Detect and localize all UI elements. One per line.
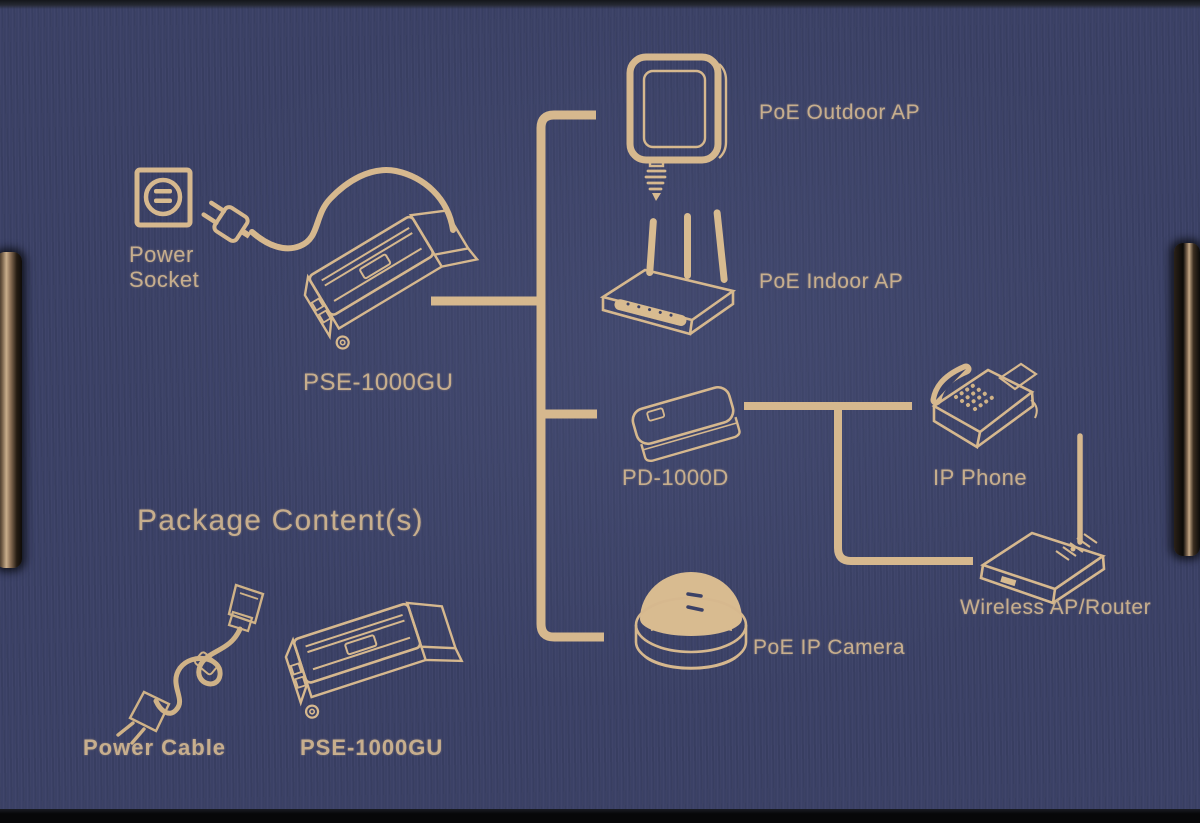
- outdoor-ap-panel: [626, 53, 722, 164]
- phone-body-side: [976, 391, 1035, 449]
- pd-1000d-icon: [631, 385, 741, 463]
- camera-rim-screw-right: [722, 622, 732, 631]
- indoor-ap-front-face: [601, 297, 694, 336]
- camera-rim-screw-left: [651, 622, 661, 631]
- right-metal-clip: [1174, 243, 1200, 556]
- injector-power-cord: [249, 167, 456, 252]
- pd-top-face: [631, 385, 735, 446]
- wireless-ap-router-icon: [979, 433, 1106, 605]
- camera-dome-slot-2: [686, 605, 704, 612]
- pd-top-slot: [646, 407, 666, 422]
- box-bottom-edge: [0, 809, 1200, 823]
- ip-phone-icon: [930, 362, 1038, 450]
- router-front-face: [979, 564, 1057, 605]
- router-port: [1000, 576, 1017, 587]
- power-socket-label-line1: Power: [129, 242, 194, 267]
- cable-ferrite: [194, 651, 219, 676]
- phone-keypad-dots: [954, 381, 998, 411]
- cable-connector-line: [239, 592, 259, 600]
- box-top-edge: [0, 0, 1200, 9]
- pd-seam: [642, 422, 737, 451]
- wireless-ap-router-label: Wireless AP/Router: [960, 596, 1152, 619]
- package-contents-title: Package Content(s): [137, 504, 424, 537]
- indoor-ap-led-strip: [614, 299, 687, 326]
- cable-connector-body: [227, 583, 265, 625]
- cable-coil: [153, 626, 243, 716]
- plug-neck: [240, 228, 252, 239]
- poe-ip-camera-label: PoE IP Camera: [753, 636, 906, 659]
- indoor-ap-antenna-2: [684, 213, 691, 279]
- trunk-line: [536, 110, 604, 642]
- outdoor-ap-screw-collar: [648, 157, 665, 168]
- indoor-ap-led-dots: [626, 302, 676, 318]
- pse-top-label: PSE-1000GU: [303, 369, 454, 396]
- left-metal-clip: [0, 252, 22, 568]
- poe-indoor-ap-icon: [599, 209, 737, 336]
- poe-indoor-ap-label: PoE Indoor AP: [759, 270, 904, 293]
- power-socket-label-line2: Socket: [129, 266, 200, 292]
- router-vents: [1055, 533, 1098, 561]
- ip-phone-label: IP Phone: [933, 465, 1028, 490]
- phone-display: [998, 362, 1038, 391]
- power-cable-label: Power Cable: [83, 735, 227, 760]
- indoor-ap-antenna-1: [646, 218, 657, 277]
- camera-base-seam: [640, 651, 742, 670]
- power-cable-icon: [116, 583, 265, 745]
- power-socket-label: Power Socket: [129, 242, 200, 292]
- cable-connector-collar: [227, 610, 254, 633]
- plug-prongs: [201, 200, 227, 226]
- outdoor-ap-side-edge: [718, 63, 728, 159]
- pse-injector-bottom-drawing: [280, 591, 466, 722]
- phone-handset-hollow: [936, 369, 966, 400]
- cable-plug-prongs: [116, 721, 146, 745]
- socket-slot-top: [154, 189, 172, 194]
- socket-slot-bottom: [154, 198, 172, 203]
- socket-ring: [143, 177, 183, 217]
- power-plug-icon: [201, 200, 252, 243]
- phone-branch-to-router-line: [834, 402, 973, 565]
- router-antenna-base: [1070, 546, 1076, 552]
- pd-1000d-label: PD-1000D: [622, 465, 729, 490]
- indoor-ap-side-face: [689, 291, 735, 336]
- indoor-ap-antenna-3: [713, 209, 728, 283]
- pd-front-face: [640, 416, 741, 463]
- power-socket-icon: [134, 167, 193, 228]
- socket-plate: [134, 167, 193, 228]
- pse-bottom-label: PSE-1000GU: [300, 735, 444, 760]
- router-side-face: [1052, 555, 1106, 605]
- camera-dome-slot-1: [686, 592, 703, 598]
- outdoor-ap-screw-thread: [644, 169, 667, 191]
- cable-plug-body: [128, 690, 171, 733]
- camera-dome: [640, 572, 742, 636]
- phone-body-front: [932, 406, 982, 450]
- outdoor-ap-inner: [642, 69, 707, 149]
- phone-cord: [1030, 399, 1038, 419]
- plug-body: [212, 205, 250, 243]
- poe-outdoor-ap-icon: [626, 53, 728, 201]
- poe-ip-camera-icon: [634, 572, 748, 670]
- outdoor-ap-screw-tip: [652, 193, 661, 201]
- poe-outdoor-ap-label: PoE Outdoor AP: [759, 101, 921, 124]
